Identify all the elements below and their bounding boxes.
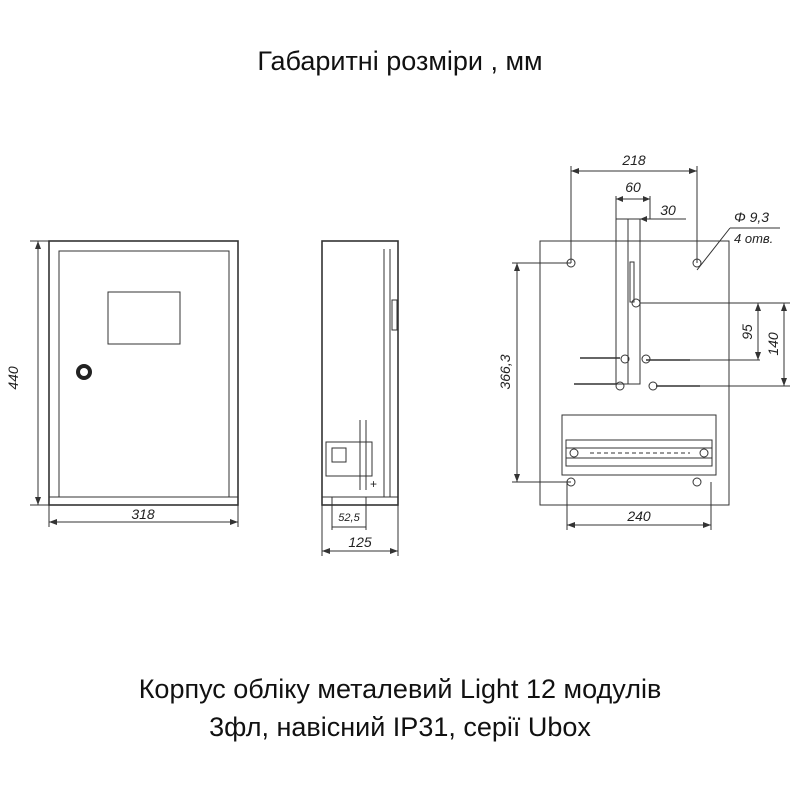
- hole-diameter-label: Φ 9,3: [734, 209, 769, 225]
- back-top-width-label: 218: [621, 152, 646, 168]
- side-view: + 52,5 125: [321, 240, 399, 556]
- meter-window: [107, 291, 181, 345]
- front-width-label: 318: [131, 506, 155, 522]
- back-140-label: 140: [765, 332, 781, 356]
- hole-count-label: 4 отв.: [734, 231, 773, 246]
- svg-text:+: +: [370, 477, 377, 491]
- caption-line-2: 3фл, навісний IP31, серії Ubox: [209, 712, 591, 742]
- back-30-label: 30: [660, 202, 676, 218]
- front-height-label: 440: [5, 366, 21, 390]
- back-95-label: 95: [739, 324, 755, 340]
- back-bottom-width-label: 240: [626, 508, 651, 524]
- side-offset-label: 52,5: [338, 512, 360, 524]
- back-60-label: 60: [625, 179, 641, 195]
- mounting-hole: [692, 477, 702, 487]
- side-body-outline: [321, 240, 399, 506]
- back-height-label: 366,3: [497, 354, 513, 389]
- din-bracket: [325, 441, 373, 477]
- din-rail-area: [561, 414, 717, 476]
- product-caption: Корпус обліку металевий Light 12 модулів…: [0, 670, 800, 746]
- front-body-outline: [48, 240, 239, 506]
- caption-line-1: Корпус обліку металевий Light 12 модулів: [138, 674, 662, 704]
- page-title: Габаритні розміри , мм: [257, 46, 543, 76]
- front-view: 440 318: [5, 240, 239, 527]
- back-view: 218 60 30 Φ 9,3 4 отв. 366,3 95: [497, 152, 790, 530]
- side-depth-label: 125: [348, 534, 372, 550]
- back-body-outline: [539, 240, 730, 506]
